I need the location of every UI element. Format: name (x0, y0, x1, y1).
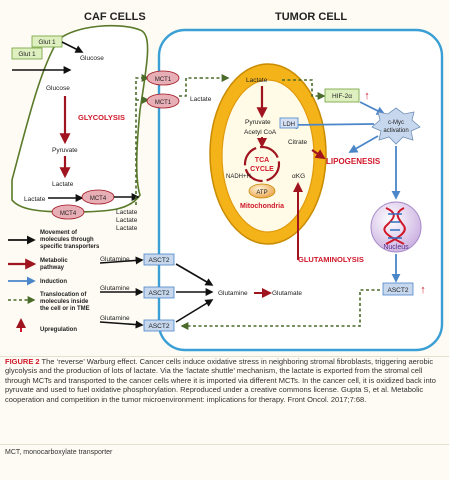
mct4-transporter-b (51, 204, 85, 220)
nucleus (370, 201, 422, 253)
glucose-label-mid: Glucose (46, 85, 70, 92)
legend-item2-line2: pathway (40, 265, 65, 271)
tumor-cell-header: TUMOR CELL (275, 11, 347, 23)
glutaminolysis-label: GLUTAMINOLYSIS (298, 255, 364, 264)
dna-helix-strand-icon (388, 213, 402, 239)
legend-item5-line1: Upregulation (40, 327, 77, 333)
caption-divider (0, 356, 449, 357)
legend-item4-line3: the cell or in TME (40, 306, 90, 312)
asct2-c-into-cell-arrow (175, 299, 214, 323)
glut1-label-b: Glut 1 (18, 51, 36, 58)
acetyl-coa-label: Acetyl CoA (244, 129, 277, 136)
mitochondria-label: Mitochondria (240, 203, 284, 210)
asct2-a-into-cell-arrow (175, 263, 214, 286)
glutamine-label-c: Glutamine (100, 315, 130, 322)
myc-to-lipogenesis-arrow (348, 135, 379, 153)
asct2-transporter-c (143, 319, 175, 332)
asct2-label-c: ASCT2 (149, 323, 170, 330)
myc-starburst (371, 107, 421, 145)
akg-label: αKG (292, 173, 305, 180)
figure-caption-label: FIGURE 2 (5, 357, 40, 366)
warburg-diagram: CAF CELLS TUMOR CELL Nucleus Glut 1 Glut… (8, 11, 444, 352)
asct2-transporter-a (143, 253, 175, 266)
hif-label: HIF-2α (332, 93, 352, 100)
lactate-to-hif-path (282, 79, 326, 100)
hif-upregulation-icon: ↑ (364, 90, 370, 102)
asct2-to-membrane-path (180, 289, 380, 330)
lactate-label-caf-1: Lactate (52, 181, 74, 188)
glutamine-label-b: Glutamine (100, 285, 130, 292)
legend-item4-line1: Translocation of (40, 292, 87, 298)
legend-item2-line1: Metabolic (40, 258, 68, 264)
citrate-label: Citrate (288, 139, 308, 146)
glut1-box-a (31, 35, 63, 48)
glutamine-tumor-label: Glutamine (218, 290, 248, 297)
asct2-tumor-box (382, 282, 414, 296)
pyruvate-tumor-label: Pyruvate (245, 119, 271, 126)
glucose-label-top: Glucose (80, 55, 104, 62)
nucleus-label: Nucleus (383, 244, 409, 251)
lipogenesis-label: LIPOGENESIS (326, 157, 381, 166)
glut1-label-a: Glut 1 (38, 39, 56, 46)
figure-caption: FIGURE 2 The ‘reverse’ Warburg effect. C… (5, 357, 443, 404)
figure-caption-text: The ‘reverse’ Warburg effect. Cancer cel… (5, 357, 436, 404)
mct1-label-a: MCT1 (155, 77, 172, 83)
lactate-tumor-label: Lactate (246, 77, 268, 84)
tca-label-2: CYCLE (250, 166, 274, 173)
footnote: MCT, monocarboxylate transporter (5, 449, 113, 456)
glutamine-label-a: Glutamine (100, 256, 130, 263)
ldh-box (279, 117, 299, 129)
lactate-translocation-path (135, 74, 150, 205)
footnote-divider (0, 444, 449, 445)
atp-label: ATP (256, 190, 267, 196)
glutamate-tumor-label: Glutamate (272, 290, 302, 297)
dna-helix-icon (383, 207, 406, 245)
glut1-to-glucose-arrow (61, 41, 84, 53)
myc-to-ldh-arrow (288, 120, 375, 130)
legend-item1-line3: specific transporters (40, 244, 100, 250)
glutamine-in-arrow-c (99, 320, 144, 329)
legend-item1-line2: molecules through (40, 237, 94, 243)
hif-box (324, 88, 360, 103)
lactate-exported-3: Lactate (116, 225, 138, 232)
legend-item1-line1: Movement of (40, 230, 78, 236)
glutamine-in-arrow-a (99, 256, 144, 265)
citrate-to-lipogenesis-arrow (311, 149, 326, 160)
mct1-transporter-b (146, 93, 180, 109)
lactate-exported-1: Lactate (116, 209, 138, 216)
mct1-label-b: MCT1 (155, 100, 172, 106)
asct2-tumor-label: ASCT2 (388, 287, 409, 294)
asct2-transporter-b (143, 286, 175, 299)
asct2-label-b: ASCT2 (149, 290, 170, 297)
lactate-label-caf-2: Lactate (24, 196, 46, 203)
tca-cycle-ring (243, 145, 281, 183)
lactate-exported-2: Lactate (116, 217, 138, 224)
asct2-label-a: ASCT2 (149, 257, 170, 264)
mct4-label-a: MCT4 (90, 196, 107, 202)
lactate-extracellular-label: Lactate (190, 96, 212, 103)
mct4-label-b: MCT4 (60, 211, 77, 217)
myc-label-1: c-Myc (388, 120, 404, 126)
atp-synthase (248, 183, 276, 199)
ldh-label: LDH (283, 122, 295, 128)
glut1-box-b (11, 47, 43, 60)
asct2-upregulation-icon: ↑ (420, 284, 426, 296)
caf-cells-header: CAF CELLS (84, 11, 146, 23)
legend-item3-line1: Induction (40, 279, 67, 285)
glycolysis-label: GLYCOLYSIS (78, 113, 125, 122)
pyruvate-label-caf: Pyruvate (52, 147, 78, 154)
myc-label-2: activation (383, 128, 408, 134)
tca-label-1: TCA (255, 157, 269, 164)
nadh-label: NADH+H (226, 174, 251, 180)
mct1-transporter-a (146, 70, 180, 86)
legend-item4-line2: molecules inside (40, 299, 89, 305)
